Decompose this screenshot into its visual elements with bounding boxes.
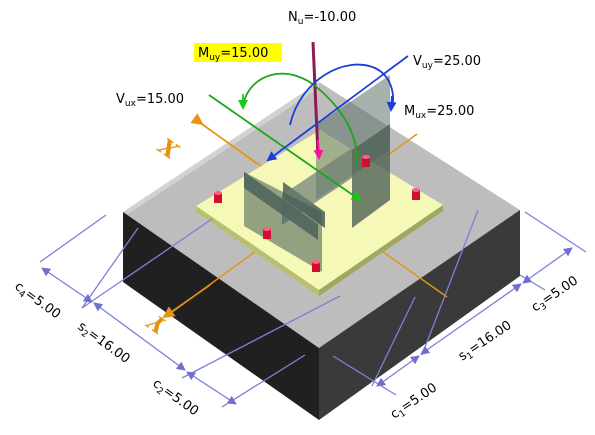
c4-label: c4=5.00 xyxy=(10,279,63,324)
dimension-lines xyxy=(39,209,587,408)
x-axis-label: X xyxy=(152,132,183,165)
anchor-bolt xyxy=(312,260,320,272)
nu-label: Nu=-10.00 xyxy=(288,10,356,27)
vux-label: Vux=15.00 xyxy=(116,92,184,109)
muy-highlight xyxy=(194,43,282,62)
c1-label: c1=5.00 xyxy=(388,380,441,424)
anchor-bolt xyxy=(362,155,370,167)
muy-label: Muy=15.00 xyxy=(198,46,268,63)
load-vectors xyxy=(208,41,409,202)
anchor-bolt xyxy=(263,227,271,239)
s1-label: s1=16.00 xyxy=(456,318,516,366)
anchor-bolts xyxy=(214,155,420,272)
vuy-label: Vuy=25.00 xyxy=(413,54,481,71)
mux-label: Mux=25.00 xyxy=(404,104,474,121)
s2-label: s2=16.00 xyxy=(73,319,132,368)
c2-label: c2=5.00 xyxy=(148,376,201,421)
anchor-bolt xyxy=(412,188,420,200)
anchor-bolt xyxy=(214,191,222,203)
c3-label: c3=5.00 xyxy=(529,273,582,317)
